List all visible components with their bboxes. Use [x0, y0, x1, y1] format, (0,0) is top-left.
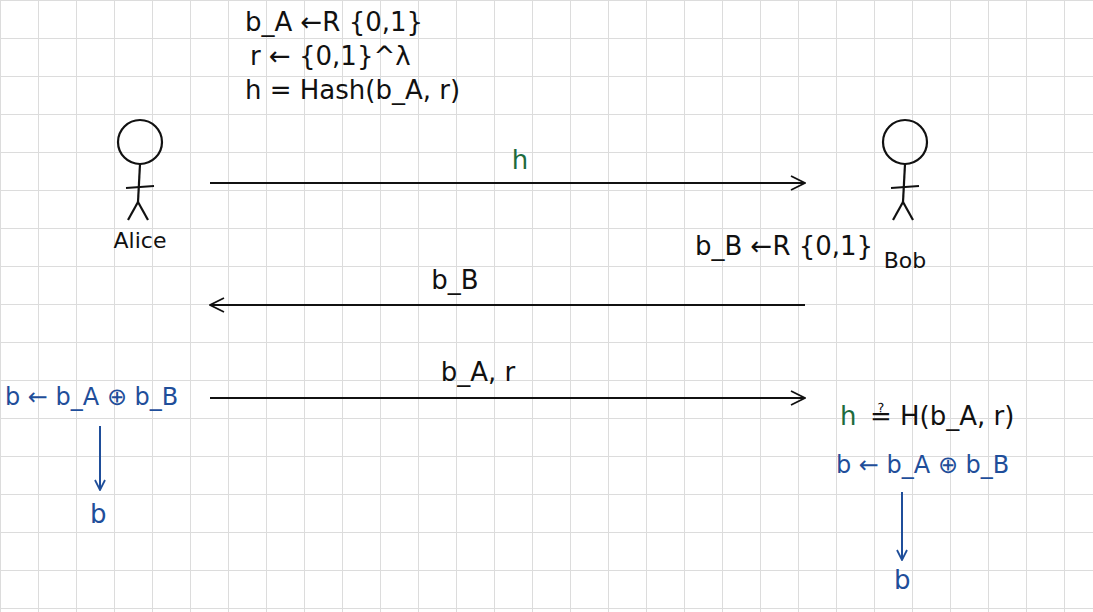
message-arrow [210, 397, 805, 399]
stick-figure [815, 110, 995, 230]
result-arrow [901, 492, 903, 560]
person-node: Alice [80, 110, 200, 420]
message-arrow [210, 304, 805, 306]
protocol-step: h [840, 402, 856, 432]
message-label: b_A, r [441, 358, 516, 388]
message-label: h [512, 146, 528, 176]
protocol-step: b ← b_A ⊕ b_B [5, 384, 178, 412]
result-arrow [99, 426, 101, 490]
person-node: Bob [815, 110, 995, 420]
protocol-step: b_B ←R {0,1} [695, 232, 873, 262]
message-label: b_B [431, 266, 478, 296]
protocol-step: b [894, 566, 911, 596]
protocol-step: ≟ H(b_A, r) [870, 402, 1014, 432]
protocol-step: b_A ←R {0,1} [245, 8, 423, 38]
protocol-step: b ← b_A ⊕ b_B [836, 452, 1009, 480]
protocol-step: r ← {0,1}^λ [250, 42, 411, 72]
message-arrow [210, 182, 805, 184]
protocol-step: h = Hash(b_A, r) [245, 76, 460, 106]
person-name: Alice [80, 228, 200, 253]
protocol-step: b [90, 500, 107, 530]
stick-figure [80, 110, 260, 230]
